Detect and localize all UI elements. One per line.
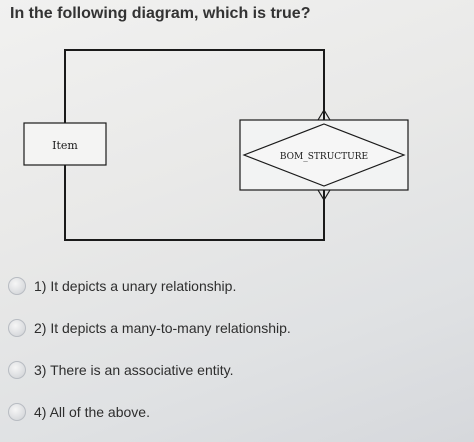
relationship-label: BOM_STRUCTURE [280,152,368,162]
question-title: In the following diagram, which is true? [10,5,311,22]
radio-button[interactable] [8,361,26,379]
connector-top [64,49,325,123]
crows-foot-bottom [317,189,331,201]
connector-bottom [64,165,325,241]
option-4[interactable]: 4) All of the above. [8,400,150,424]
option-label: 1) It depicts a unary relationship. [34,278,237,294]
crows-foot-top [317,109,331,121]
option-2[interactable]: 2) It depicts a many-to-many relationshi… [8,316,291,340]
option-label: 3) There is an associative entity. [34,362,234,378]
relationship-diamond [242,123,406,187]
option-label: 2) It depicts a many-to-many relationshi… [34,320,291,336]
entity-box-item [23,122,107,166]
radio-button[interactable] [8,277,26,295]
radio-button[interactable] [8,319,26,337]
option-3[interactable]: 3) There is an associative entity. [8,358,233,382]
radio-button[interactable] [8,403,26,421]
entity-label: Item [52,139,78,152]
option-label: 4) All of the above. [34,404,150,420]
option-1[interactable]: 1) It depicts a unary relationship. [8,274,236,298]
